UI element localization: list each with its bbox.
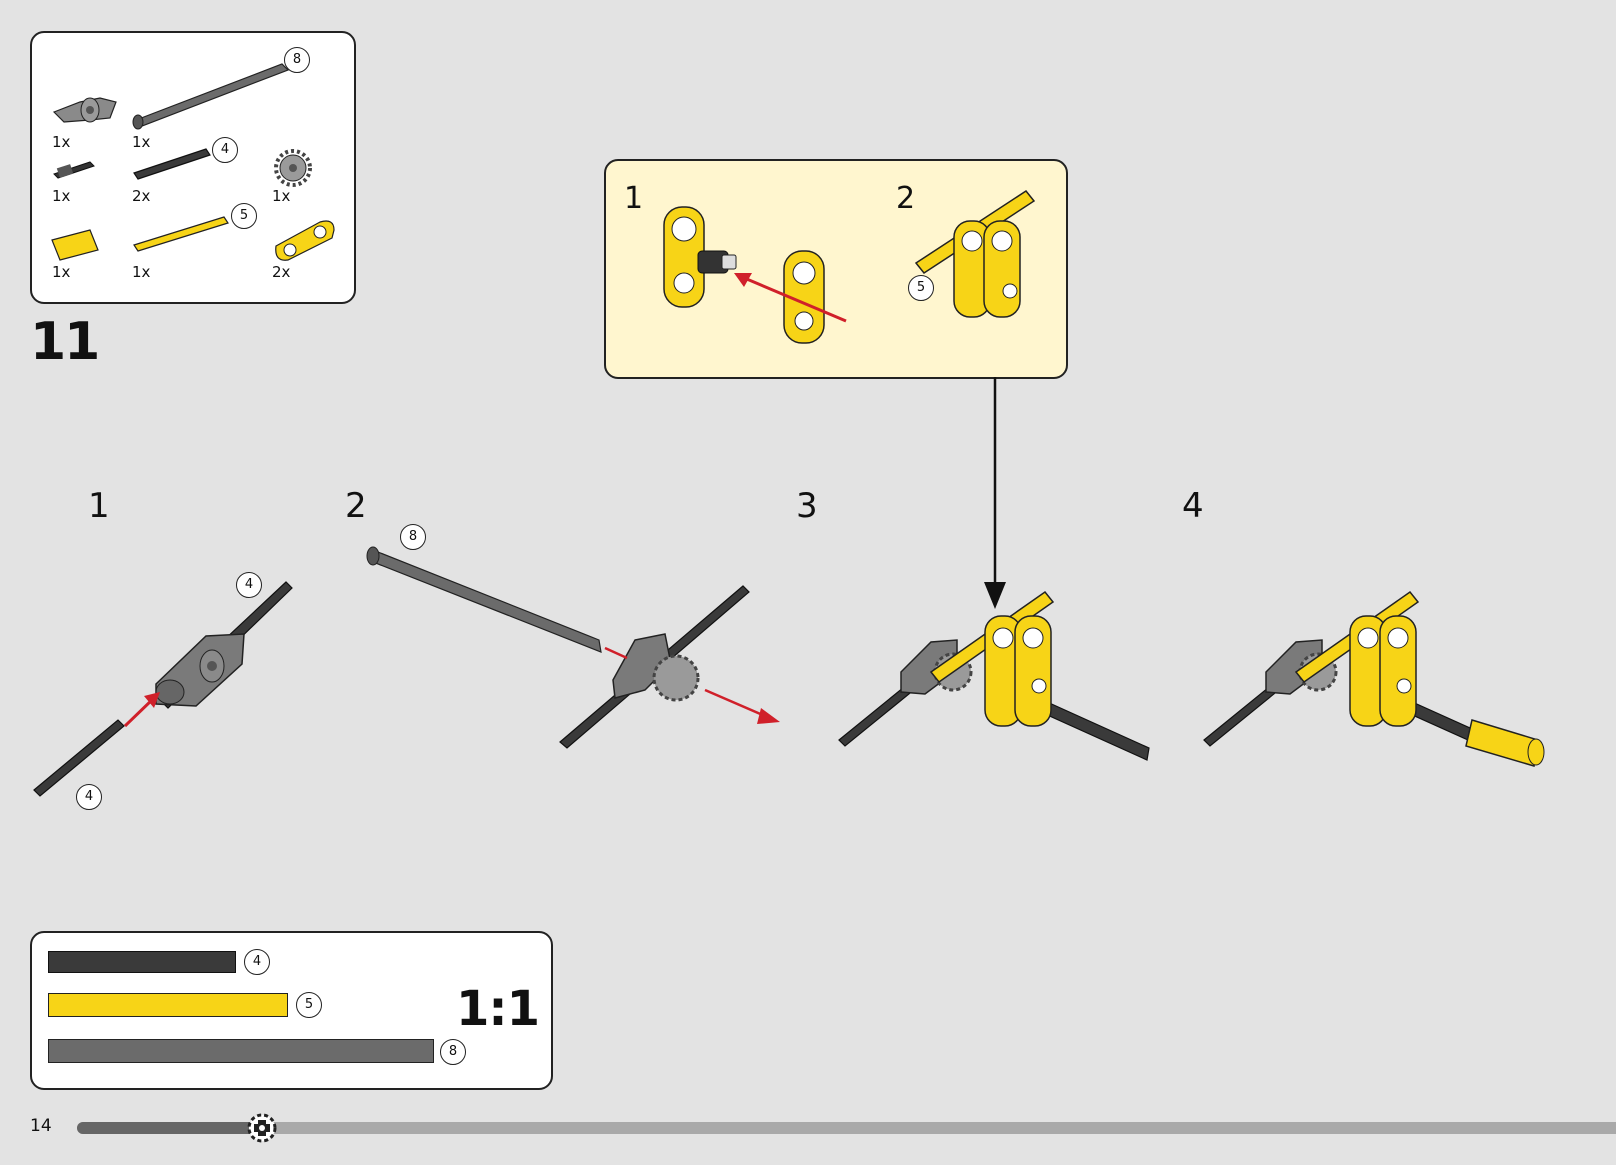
yellow-beam-2-icon <box>275 220 335 261</box>
axle-length-badge: 4 <box>236 572 262 598</box>
substep-4-number: 4 <box>1182 486 1204 526</box>
part-qty: 1x <box>132 263 151 281</box>
yellow-axle-5-icon <box>133 216 229 252</box>
part-qty: 2x <box>272 263 291 281</box>
axle-5-bar <box>48 993 288 1017</box>
axle-length-badge: 4 <box>212 137 238 163</box>
axle-length-badge: 4 <box>76 784 102 810</box>
substep-1-number: 1 <box>88 486 110 526</box>
gear-icon <box>247 1113 277 1143</box>
part-qty: 1x <box>132 133 151 151</box>
axle-length-badge: 4 <box>244 949 270 975</box>
axle-length-badge: 8 <box>284 47 310 73</box>
black-axle-4-icon <box>133 148 211 180</box>
axle-length-badge: 8 <box>440 1039 466 1065</box>
part-qty: 1x <box>272 187 291 205</box>
grey-axle-connector-icon <box>52 97 117 123</box>
part-qty: 1x <box>52 187 71 205</box>
axle-length-badge: 5 <box>908 275 934 301</box>
step-number: 11 <box>30 312 100 372</box>
insert-arrow-icon <box>734 273 847 323</box>
axle-length-badge: 5 <box>231 203 257 229</box>
axle-length-badge: 5 <box>296 992 322 1018</box>
callout-step-1: 1 <box>624 181 644 216</box>
black-pin-with-axle-icon <box>53 161 95 179</box>
callout-step-2: 2 <box>896 181 916 216</box>
axle-length-badge: 8 <box>400 524 426 550</box>
part-qty: 1x <box>52 133 71 151</box>
axle-4-bar <box>48 951 236 973</box>
parts-list-panel: 1x 1x 8 1x 2x 4 1x 1x 1x 5 2x <box>30 31 356 304</box>
dark-grey-axle-8-icon <box>132 63 290 130</box>
grey-gear-icon <box>274 149 312 187</box>
progress-fill <box>77 1122 263 1134</box>
callout-pointer-arrow <box>984 377 1006 609</box>
part-qty: 2x <box>132 187 151 205</box>
substep-2-number: 2 <box>345 486 367 526</box>
part-qty: 1x <box>52 263 71 281</box>
yellow-bush-icon <box>51 229 99 261</box>
substep-1-illustration <box>33 581 293 797</box>
page-number: 14 <box>30 1116 52 1136</box>
scale-label: 1:1 <box>456 981 540 1037</box>
axle-8-bar <box>48 1039 434 1063</box>
substep-2-illustration <box>366 546 780 749</box>
axle-length-key-panel: 4 5 8 1:1 <box>30 931 553 1090</box>
substep-4-illustration <box>1203 590 1545 767</box>
sub-assembly-callout: 1 2 5 <box>604 159 1068 379</box>
substep-3-number: 3 <box>796 486 818 526</box>
yellow-beam-with-pin-illustration <box>663 206 825 344</box>
substep-3-illustration <box>838 590 1150 761</box>
progress-track <box>77 1122 1616 1134</box>
sub-assembly-result-illustration <box>914 189 1036 318</box>
